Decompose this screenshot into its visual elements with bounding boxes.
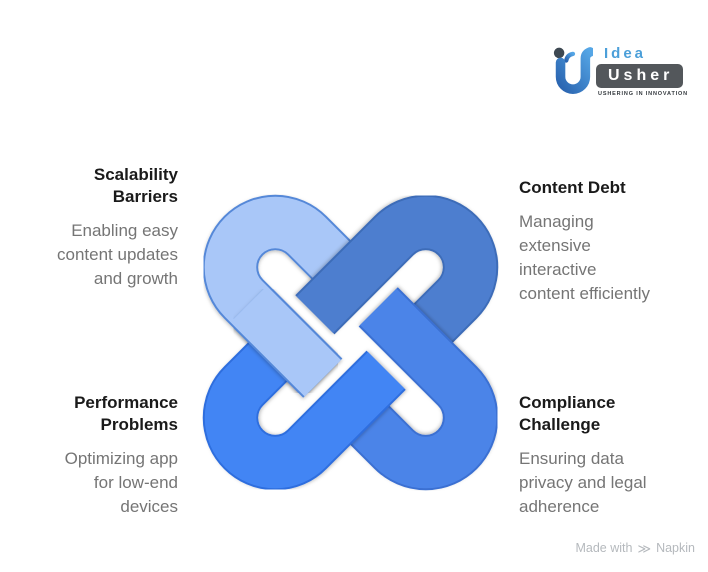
loop-top-right [295, 194, 499, 375]
quadrant-title: Content Debt [519, 178, 626, 197]
logo-i-curve [564, 51, 576, 63]
interlocking-loops-diagram [202, 194, 499, 491]
quadrant-compliance-challenge: Compliance Challenge Ensuring data priva… [519, 392, 647, 519]
made-with-napkin-badge[interactable]: Made with ≫ Napkin [575, 541, 695, 555]
quadrant-performance-problems: Performance Problems Optimizing app for … [65, 392, 178, 519]
quadrant-scalability-barriers: Scalability Barriers Enabling easy conte… [57, 164, 178, 291]
loop-top-left-over-patch [228, 284, 343, 398]
logo-i-dot [553, 47, 565, 59]
logo-tagline: USHERING IN INNOVATION [598, 91, 688, 97]
ideausher-logo: Idea Usher USHERING IN INNOVATION [551, 45, 688, 99]
loop-bottom-right [318, 287, 499, 491]
quadrant-content-debt: Content Debt Managing extensive interact… [519, 177, 650, 306]
logo-wordmark: Idea Usher USHERING IN INNOVATION [596, 45, 688, 97]
quadrant-title: Compliance Challenge [519, 393, 616, 434]
ideausher-u-icon [553, 47, 593, 94]
quadrant-title: Performance Problems [74, 393, 178, 434]
loop-top-left [202, 194, 383, 398]
logo-u-shape [555, 47, 593, 94]
badge-brand: Napkin [656, 541, 695, 555]
logo-text-usher: Usher [596, 64, 684, 88]
loop-bottom-left [202, 310, 406, 491]
badge-prefix: Made with [575, 541, 633, 555]
quadrant-description: Ensuring data privacy and legal adherenc… [519, 449, 647, 516]
quadrant-description: Enabling easy content updates and growth [57, 221, 178, 288]
quadrant-description: Managing extensive interactive content e… [519, 212, 651, 303]
logo-text-idea: Idea [604, 45, 647, 62]
quadrant-description: Optimizing app for low-end devices [64, 449, 178, 516]
quadrant-title: Scalability Barriers [93, 165, 178, 206]
napkin-logo-icon: ≫ [637, 540, 652, 556]
